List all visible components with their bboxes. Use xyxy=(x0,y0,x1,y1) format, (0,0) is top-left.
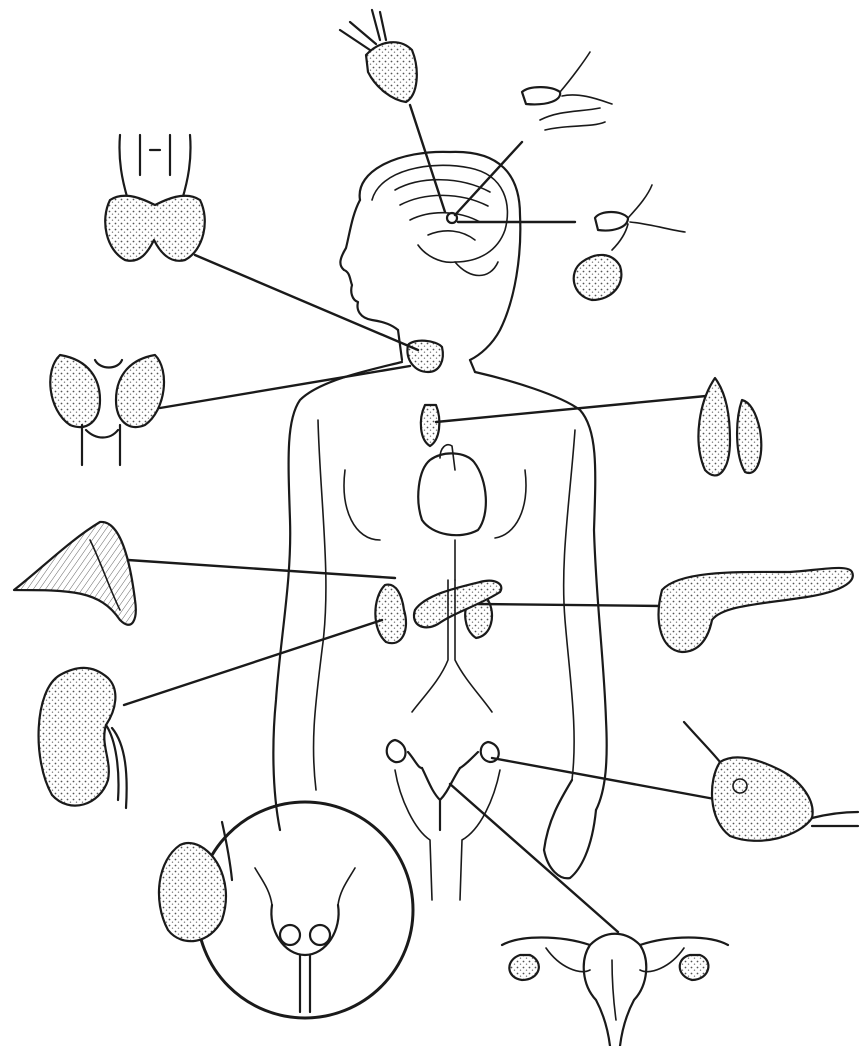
internal-organs xyxy=(375,213,501,830)
kidney-icon xyxy=(39,668,127,808)
leader-kidney xyxy=(124,620,382,705)
leader-parathyroid xyxy=(160,366,410,408)
left-ovary-in-body xyxy=(387,740,422,768)
leader-thyroid xyxy=(195,255,418,350)
thyroid-in-neck xyxy=(407,341,442,372)
heart-vessels xyxy=(440,445,455,580)
hypothalamus-detail-icon xyxy=(340,10,417,102)
pituitary-hypothalamus-detail-icon xyxy=(574,185,685,300)
leader-thymus xyxy=(436,396,706,422)
thyroid-anterior-icon xyxy=(105,135,205,261)
uterus-in-body xyxy=(422,768,460,830)
adrenal-gland-icon xyxy=(14,522,136,625)
chest-contours xyxy=(344,470,526,540)
heart xyxy=(418,453,486,535)
brain-folds xyxy=(395,180,490,240)
leader-pancreas xyxy=(478,604,662,606)
pancreas-icon xyxy=(659,568,853,652)
left-arm-inner xyxy=(314,420,326,790)
cerebellum xyxy=(455,262,498,276)
right-ovary-in-body xyxy=(460,742,499,768)
face-profile xyxy=(340,200,398,330)
right-hand xyxy=(544,780,596,878)
human-figure xyxy=(273,152,606,900)
thymus-icon xyxy=(698,378,761,475)
left-kidney-in-body xyxy=(375,585,406,644)
leader-adrenal xyxy=(128,560,395,578)
thymus-in-chest xyxy=(421,405,440,446)
uterus-ovaries-icon xyxy=(502,934,728,1046)
leader-uterus xyxy=(450,784,618,932)
pineal-detail-icon xyxy=(522,52,612,130)
testis-icon xyxy=(159,802,413,1018)
ovary-detail-icon xyxy=(684,722,858,841)
parathyroid-posterior-icon xyxy=(50,355,164,465)
